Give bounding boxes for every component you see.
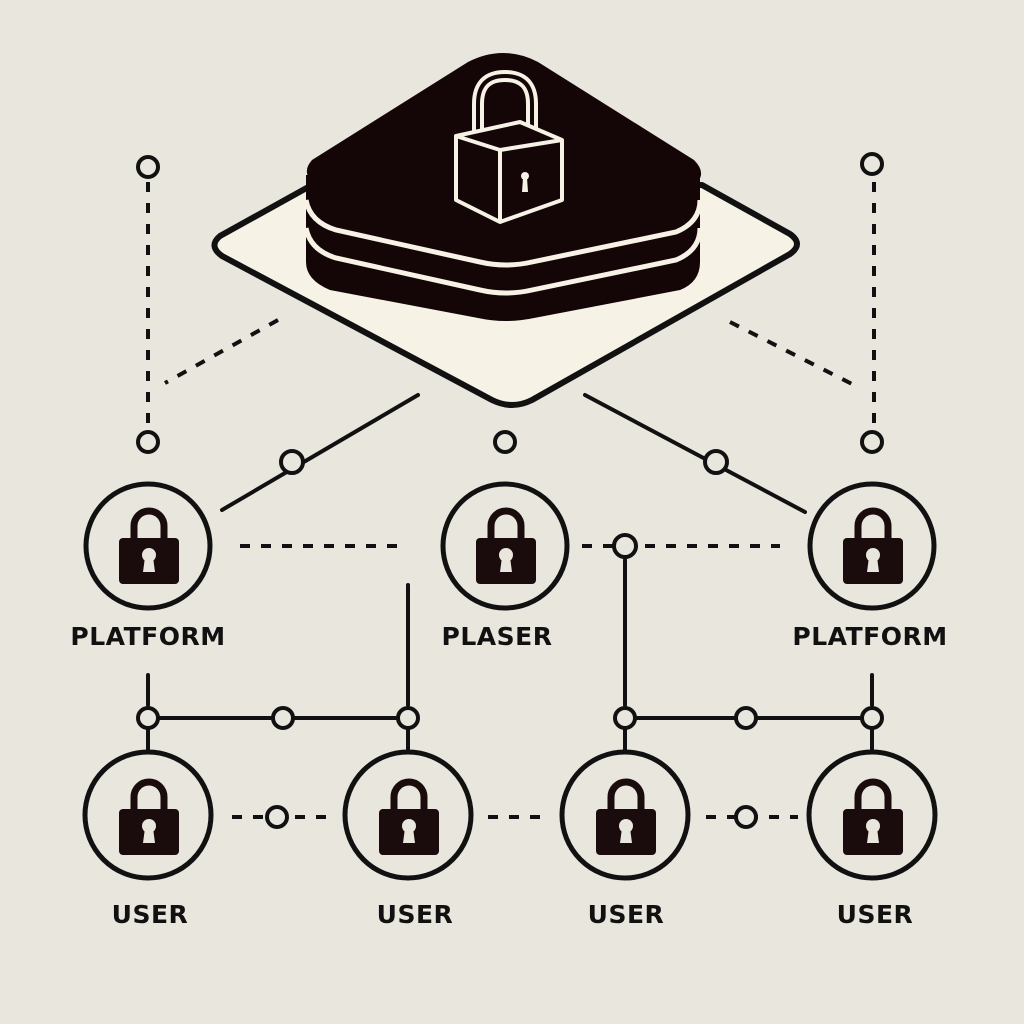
junction-dot bbox=[860, 706, 884, 730]
node-label: PLATFORM bbox=[70, 622, 225, 651]
junction-dots bbox=[136, 152, 884, 829]
node-platform-right[interactable]: PLATFORM bbox=[792, 481, 947, 651]
junction-dot bbox=[136, 706, 160, 730]
junction-dot bbox=[265, 805, 289, 829]
junction-dot bbox=[734, 706, 758, 730]
node-user-4[interactable]: USER bbox=[806, 749, 938, 929]
node-label: USER bbox=[377, 900, 454, 929]
link-hub-platform-right bbox=[583, 393, 807, 514]
hub-stack-ridge bbox=[303, 227, 703, 296]
node-label: PLASER bbox=[442, 622, 553, 651]
junction-dot bbox=[703, 449, 729, 475]
node-label: PLATFORM bbox=[792, 622, 947, 651]
node-label: USER bbox=[112, 900, 189, 929]
junction-dot bbox=[613, 706, 637, 730]
junction-dot bbox=[279, 449, 305, 475]
junction-dot bbox=[860, 430, 884, 454]
junction-dot bbox=[493, 430, 517, 454]
junction-dot bbox=[271, 706, 295, 730]
hub-server[interactable] bbox=[211, 53, 800, 408]
node-plaser-center[interactable]: PLASER bbox=[440, 481, 570, 651]
node-platform-left[interactable]: PLATFORM bbox=[70, 481, 225, 651]
node-user-2[interactable]: USER bbox=[342, 749, 474, 929]
hub-stack-ridge bbox=[303, 199, 703, 268]
node-user-1[interactable]: USER bbox=[82, 749, 214, 929]
padlock-icon bbox=[454, 69, 564, 224]
junction-dot bbox=[136, 430, 160, 454]
link-hub-platform-left bbox=[220, 393, 420, 512]
node-user-3[interactable]: USER bbox=[559, 749, 691, 929]
junction-dot bbox=[396, 706, 420, 730]
dashed-link-hub-left bbox=[164, 318, 279, 385]
junction-dot bbox=[734, 805, 758, 829]
junction-dot bbox=[860, 152, 884, 176]
node-label: USER bbox=[837, 900, 914, 929]
dashed-link-hub-right bbox=[729, 320, 853, 386]
junction-dot bbox=[136, 155, 160, 179]
node-label: USER bbox=[588, 900, 665, 929]
junction-dot bbox=[612, 533, 638, 559]
